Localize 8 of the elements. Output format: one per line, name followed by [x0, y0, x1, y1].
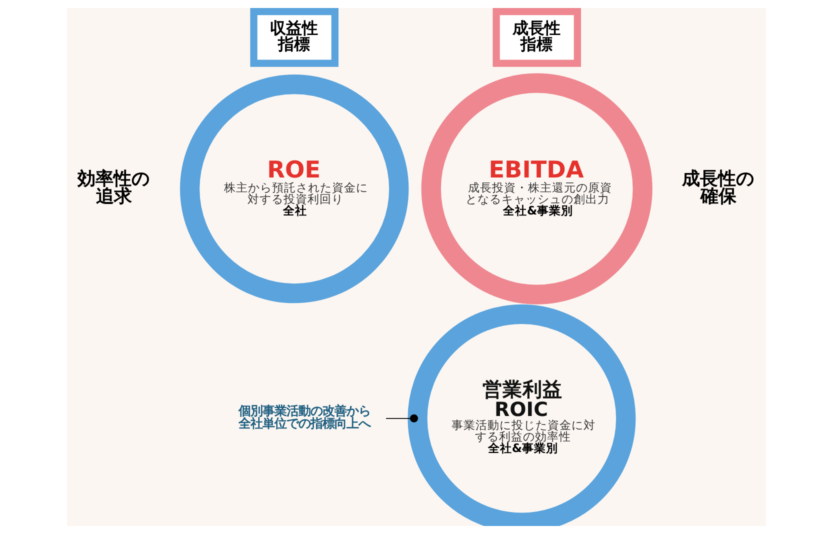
node-circle: EBITDA 成長投資・株主還元の原資となるキャッシュの創出力 全社&事業別	[421, 73, 652, 304]
node-text: 個別事業活動の改善から全社単位での指標向上へ	[238, 403, 371, 430]
connector	[386, 414, 418, 422]
node-circle: ROE 株主から預託された資金に対する投資利回り 全社	[180, 74, 409, 304]
node-box: 成長性指標	[492, 8, 581, 67]
label: 効率性の追求	[78, 168, 150, 208]
node-box: 収益性指標	[250, 8, 338, 67]
label: 成長性の確保	[682, 168, 754, 208]
